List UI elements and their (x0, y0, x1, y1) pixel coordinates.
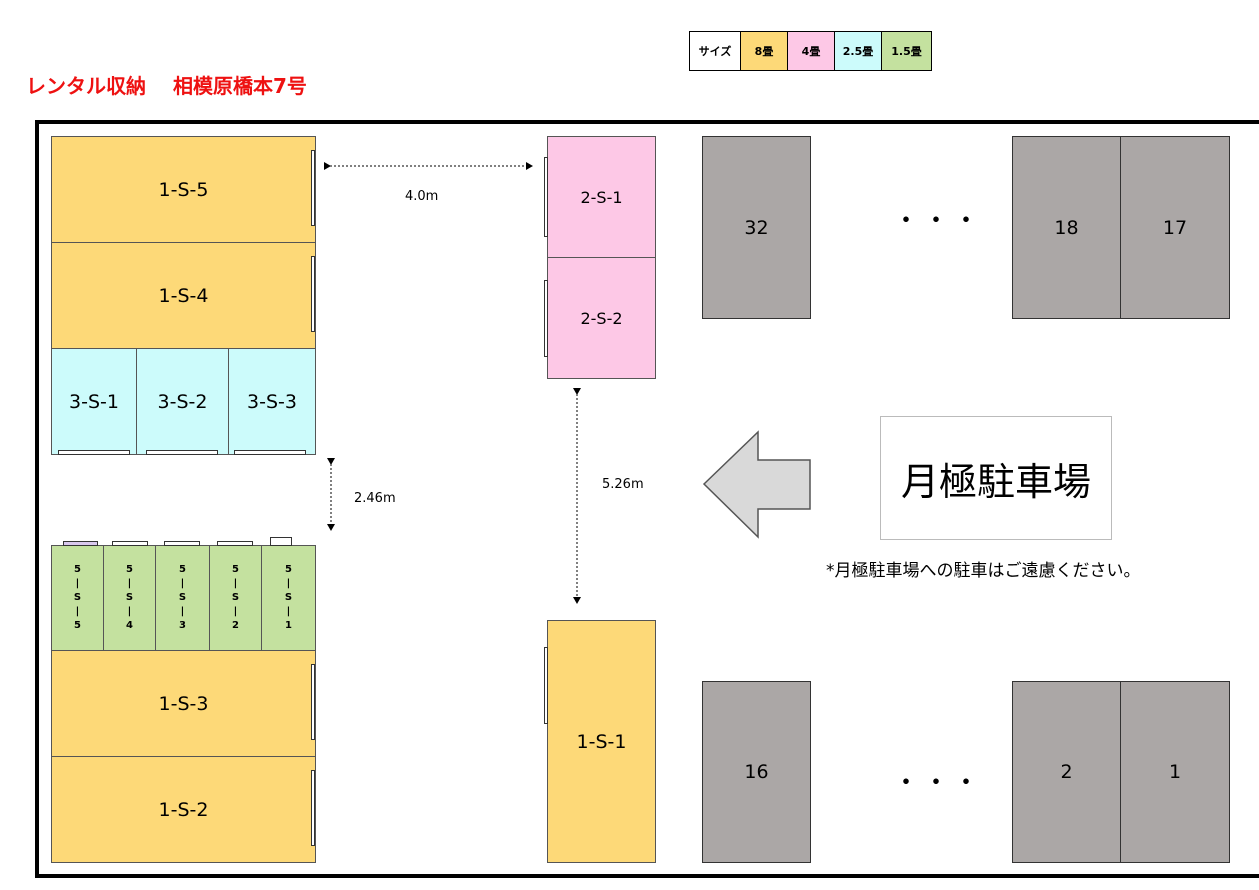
door-1-s-1 (544, 647, 548, 724)
unit-2-s-2[interactable]: 2-S-2 (547, 257, 656, 379)
unit-3-s-2[interactable]: 3-S-2 (136, 348, 229, 455)
door-1-s-3 (311, 664, 315, 740)
direction-arrow-icon (702, 430, 811, 539)
unit-5-s-2[interactable]: 5 | S | 2 (209, 545, 262, 651)
site-boundary (35, 120, 1259, 878)
legend-8jo: 8畳 (740, 32, 787, 70)
legend-1-5jo: 1.5畳 (881, 32, 931, 70)
door-1-s-4 (311, 256, 315, 332)
unit-1-s-5[interactable]: 1-S-5 (51, 136, 316, 243)
legend-header: サイズ (690, 32, 740, 70)
dimension-label-top: 4.0m (405, 189, 439, 204)
parking-space-32[interactable]: 32 (702, 136, 811, 319)
parking-space-18[interactable]: 18 (1012, 136, 1121, 319)
unit-5-s-4[interactable]: 5 | S | 4 (103, 545, 156, 651)
dimension-label-center: 5.26m (602, 477, 644, 492)
door-2-s-2 (544, 280, 548, 357)
door-3-s-1 (58, 450, 130, 455)
parking-space-16[interactable]: 16 (702, 681, 811, 863)
door-3-s-2 (146, 450, 218, 455)
parking-space-1[interactable]: 1 (1120, 681, 1230, 863)
legend-4jo: 4畳 (787, 32, 834, 70)
size-legend: サイズ 8畳 4畳 2.5畳 1.5畳 (689, 31, 932, 71)
unit-5-s-1[interactable]: 5 | S | 1 (261, 545, 316, 651)
door-1-s-2 (311, 770, 315, 846)
page-title: レンタル収納 相模原橋本7号 (26, 74, 307, 98)
unit-5-s-1-label: 5 | S | 1 (284, 564, 293, 631)
door-5-s-5 (63, 541, 98, 546)
unit-5-s-4-label: 5 | S | 4 (125, 564, 134, 631)
door-5-s-4 (112, 541, 148, 546)
legend-2-5jo: 2.5畳 (834, 32, 881, 70)
door-5-s-1 (270, 537, 292, 546)
door-1-s-5 (311, 150, 315, 226)
unit-5-s-2-label: 5 | S | 2 (231, 564, 240, 631)
parking-space-17[interactable]: 17 (1120, 136, 1230, 319)
parking-sign: 月極駐車場 (880, 416, 1112, 540)
parking-space-2[interactable]: 2 (1012, 681, 1121, 863)
door-2-s-1 (544, 157, 548, 237)
unit-5-s-5-label: 5 | S | 5 (73, 564, 82, 631)
door-5-s-3 (164, 541, 200, 546)
unit-1-s-2[interactable]: 1-S-2 (51, 756, 316, 863)
unit-1-s-1[interactable]: 1-S-1 (547, 620, 656, 863)
parking-ellipsis-top: ・・・ (893, 206, 984, 236)
dimension-label-left: 2.46m (354, 491, 396, 506)
unit-5-s-3[interactable]: 5 | S | 3 (155, 545, 210, 651)
door-5-s-2 (217, 541, 253, 546)
unit-3-s-1[interactable]: 3-S-1 (51, 348, 137, 455)
parking-ellipsis-bottom: ・・・ (893, 768, 984, 798)
unit-1-s-4[interactable]: 1-S-4 (51, 242, 316, 349)
door-3-s-3 (234, 450, 306, 455)
unit-5-s-3-label: 5 | S | 3 (178, 564, 187, 631)
parking-note: *月極駐車場への駐車はご遠慮ください。 (826, 561, 1141, 581)
